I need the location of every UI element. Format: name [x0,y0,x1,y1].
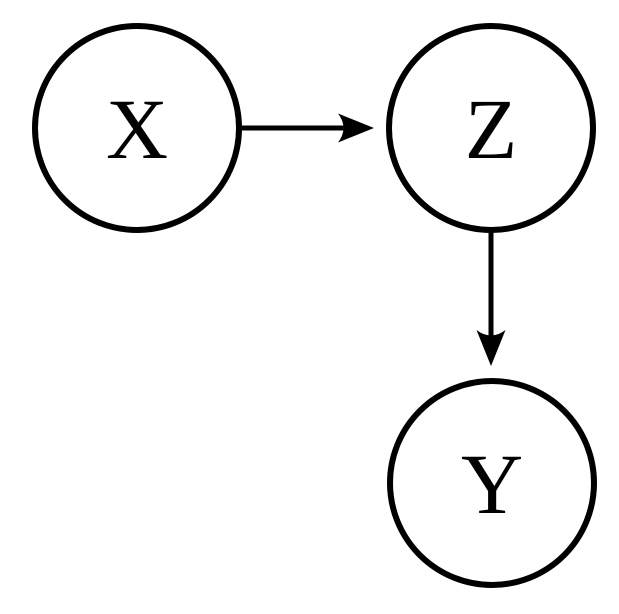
edge-z-y [476,232,506,366]
node-x: X [32,23,242,233]
node-y: Y [387,378,597,588]
arrowhead-icon [338,113,374,143]
node-z: Z [386,23,596,233]
node-label-x: X [106,81,168,177]
node-label-y: Y [461,436,523,532]
arrowhead-icon [476,330,506,366]
node-circle-x [32,23,242,233]
edge-x-z [241,113,374,143]
node-circle-z [386,23,596,233]
node-circle-y [387,378,597,588]
node-label-z: Z [465,81,518,177]
